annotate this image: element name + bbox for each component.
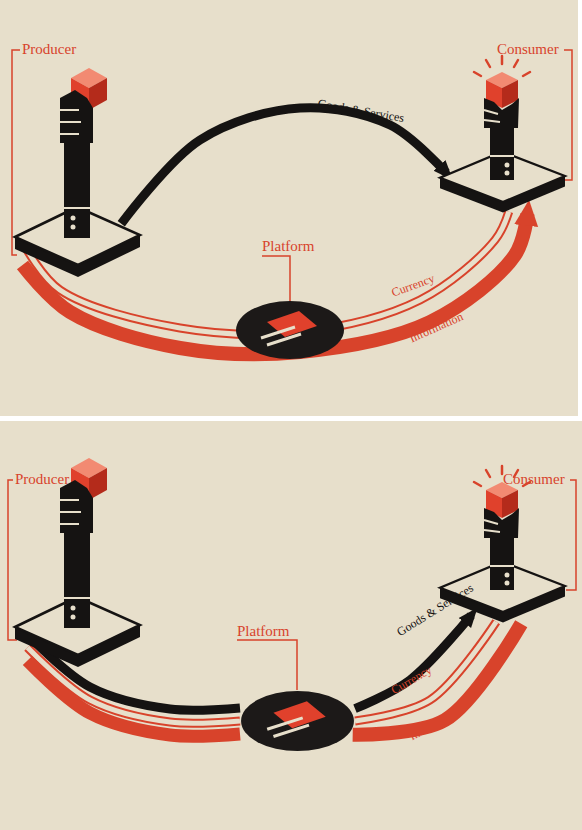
- node-shape: [235, 300, 345, 360]
- connector-stroke: [355, 622, 496, 721]
- card-stripes: [261, 327, 301, 345]
- platform-ellipse: [241, 691, 354, 751]
- node-shape: [440, 150, 565, 215]
- leader-line: [237, 640, 297, 690]
- flow-label: Currency: [390, 271, 437, 299]
- leader-line: [12, 50, 20, 255]
- pedestal-top: [15, 597, 140, 655]
- node-shape: [240, 690, 355, 752]
- node-shape: [15, 595, 140, 670]
- leader-line: [8, 480, 17, 640]
- card-stripes: [267, 718, 309, 737]
- pedestal-top: [15, 207, 140, 265]
- producer-hand: [60, 458, 107, 628]
- flow-label: Currency: [389, 663, 435, 697]
- flow-label: Information: [407, 309, 465, 345]
- producer-pedestal: Producer: [15, 205, 140, 280]
- leader-line: [564, 50, 572, 180]
- pedestal-top: [440, 152, 565, 202]
- node-label: Producer: [22, 40, 76, 58]
- platform-ellipse: [236, 301, 344, 359]
- connector-stroke: [121, 108, 446, 224]
- connector-stroke: [28, 661, 241, 737]
- panel-background: [0, 421, 582, 830]
- node-label: Consumer: [503, 470, 565, 488]
- flow-label: Goods & Services: [394, 581, 475, 639]
- currency-flow: [355, 622, 496, 721]
- connector-stroke: [355, 622, 496, 721]
- consumer-hand: [474, 56, 530, 180]
- producer-hand: [60, 68, 107, 238]
- leader-line: [262, 256, 290, 301]
- goods-flow: [121, 108, 446, 224]
- node-shape: [15, 205, 140, 280]
- consumer-hand: [474, 466, 530, 590]
- node-label: Consumer: [497, 40, 559, 58]
- node-label: Platform: [262, 237, 315, 255]
- consumer-pedestal: Consumer: [440, 150, 565, 215]
- panel-background: [0, 0, 578, 416]
- node-label: Producer: [15, 470, 69, 488]
- node-label: Platform: [237, 622, 290, 640]
- flow-label: Informations: [407, 702, 468, 743]
- platform-disc: Platform: [240, 690, 355, 752]
- leader-lines: [8, 50, 576, 690]
- producer-pedestal: Producer: [15, 595, 140, 670]
- leader-line: [566, 480, 576, 590]
- flow-label: Goods & Services: [317, 96, 405, 125]
- platform-disc: Platform: [235, 300, 345, 360]
